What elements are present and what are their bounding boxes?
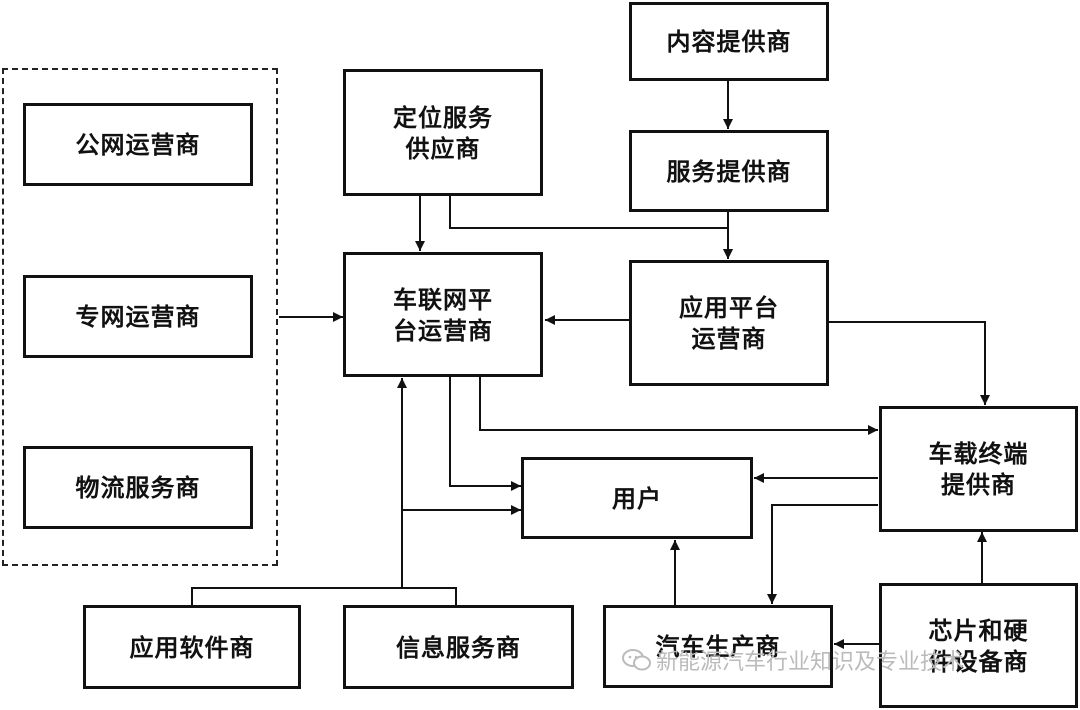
node-iov-platform-operator: 车联网平 台运营商: [343, 252, 543, 377]
node-label: 用户: [612, 483, 662, 513]
node-label: 定位服务 供应商: [393, 102, 493, 163]
node-label: 应用软件商: [129, 632, 255, 662]
node-label: 服务提供商: [666, 156, 792, 186]
node-automaker: 汽车生产商: [603, 605, 833, 688]
node-vehicle-terminal-provider: 车载终端 提供商: [879, 406, 1078, 532]
node-label: 公网运营商: [75, 130, 201, 159]
node-user: 用户: [521, 457, 753, 539]
operator-group-dashed-frame: [2, 68, 278, 566]
node-location-service-provider: 定位服务 供应商: [343, 69, 543, 196]
node-label: 物流服务商: [75, 473, 201, 502]
node-app-platform-operator: 应用平台 运营商: [629, 260, 829, 386]
arrow-terminal-to-automaker: [767, 504, 878, 604]
node-label: 车载终端 提供商: [928, 439, 1029, 499]
node-chip-hardware-maker: 芯片和硬 件设备商: [879, 583, 1078, 708]
node-content-provider: 内容提供商: [629, 2, 829, 81]
node-private-network-operator: 专网运营商: [23, 275, 253, 358]
node-label: 专网运营商: [75, 302, 201, 331]
node-app-software-provider: 应用软件商: [83, 605, 301, 689]
node-label: 汽车生产商: [655, 632, 781, 661]
node-label: 芯片和硬 件设备商: [928, 615, 1029, 676]
node-label: 内容提供商: [666, 27, 792, 56]
arrow-app-platform-to-terminal: [829, 321, 990, 405]
node-public-network-operator: 公网运营商: [23, 103, 253, 186]
node-info-service-provider: 信息服务商: [343, 605, 574, 689]
node-service-provider: 服务提供商: [629, 130, 829, 212]
wechat-icon: [622, 649, 651, 671]
node-label: 信息服务商: [396, 632, 521, 662]
node-logistics-provider: 物流服务商: [23, 446, 253, 529]
node-label: 应用平台 运营商: [679, 293, 779, 353]
arrow-iov-platform-to-terminal: [479, 377, 878, 435]
node-label: 车联网平 台运营商: [393, 284, 493, 345]
line-software-up: [191, 587, 457, 605]
watermark: 新能源汽车行业知识及专业技术: [622, 644, 964, 676]
arrow-iov-platform-to-user: [449, 377, 521, 491]
watermark-text: 新能源汽车行业知识及专业技术: [656, 650, 965, 675]
